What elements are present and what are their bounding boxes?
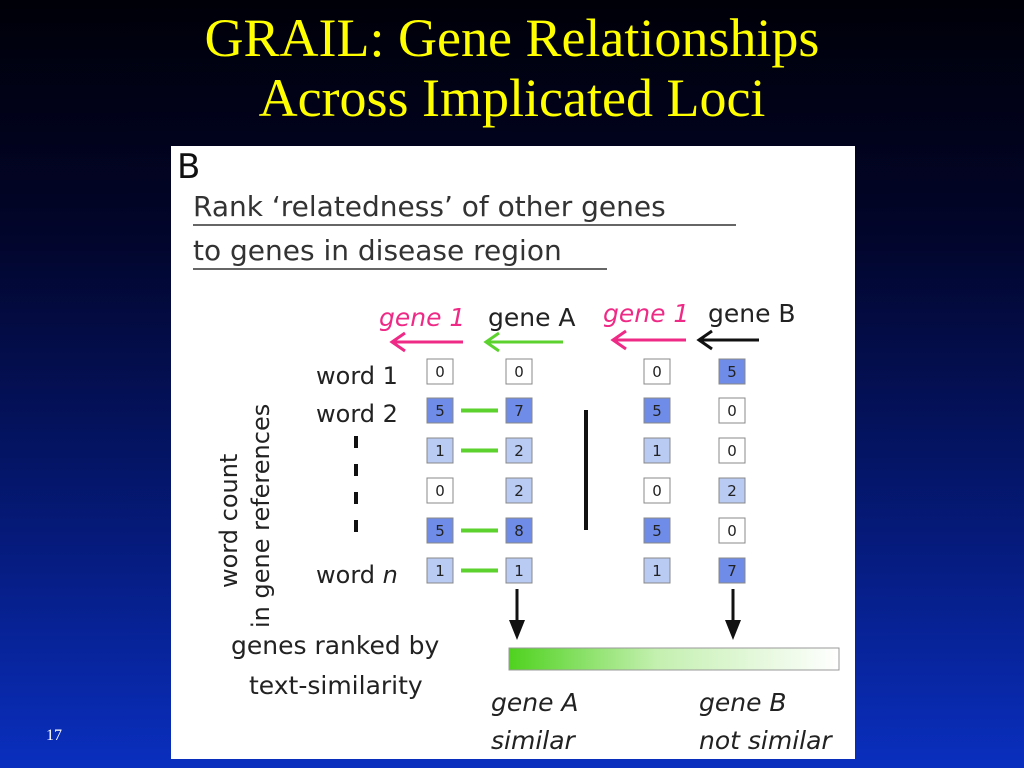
down-arrow-gene-a [509,589,525,640]
page-number: 17 [46,727,62,744]
similarity-gradient-bar [508,647,840,671]
figure-heading-line1: Rank ‘relatedness’ of other genes [193,190,666,223]
row-label-word1: word 1 [316,362,398,390]
count-cell-gene-a: 0 [505,358,533,385]
svg-text:0: 0 [514,363,524,381]
svg-text:5: 5 [727,363,737,381]
svg-text:8: 8 [514,522,524,540]
count-cell-gene1-left: 5 [426,397,454,424]
svg-text:0: 0 [435,482,445,500]
green-arrow-left [483,331,563,353]
label-gene1-right: gene 1 [603,299,689,328]
count-cell-gene1-right: 0 [643,477,671,504]
figure-heading-line2: to genes in disease region [193,234,562,267]
slide-title: GRAIL: Gene Relationships Across Implica… [0,8,1024,128]
grail-figure: B Rank ‘relatedness’ of other genes to g… [171,146,855,759]
count-cell-gene1-right: 0 [643,358,671,385]
row-ellipsis [354,436,358,532]
svg-text:5: 5 [652,522,662,540]
svg-text:2: 2 [514,442,524,460]
count-cell-gene1-right: 1 [643,557,671,584]
count-cell-gene-a: 2 [505,437,533,464]
svg-text:7: 7 [727,562,737,580]
row-label-wordn: word n [316,561,398,589]
count-cell-gene-a: 1 [505,557,533,584]
label-gene1-left: gene 1 [379,303,465,332]
svg-text:0: 0 [727,442,737,460]
pink-arrow-right [610,329,686,351]
result-gene-b-name: gene B [699,688,787,717]
svg-text:0: 0 [727,402,737,420]
count-cell-gene-a: 2 [505,477,533,504]
row-label-word2: word 2 [316,400,398,428]
label-gene-b: gene B [708,299,796,328]
svg-text:1: 1 [652,442,662,460]
count-cell-gene1-left: 0 [426,477,454,504]
svg-text:0: 0 [727,522,737,540]
slide-title-line1: GRAIL: Gene Relationships [204,8,820,68]
svg-text:5: 5 [435,522,445,540]
count-cell-gene-b: 0 [718,397,746,424]
count-cell-gene1-left: 1 [426,437,454,464]
svg-text:2: 2 [514,482,524,500]
ranked-label-line1: genes ranked by [231,631,440,660]
result-gene-a-name: gene A [491,688,579,717]
svg-text:2: 2 [727,482,737,500]
count-cell-gene1-right: 5 [643,397,671,424]
count-cell-gene-b: 5 [718,358,746,385]
svg-text:0: 0 [652,482,662,500]
svg-text:0: 0 [435,363,445,381]
black-arrow-right [696,329,759,351]
svg-text:1: 1 [514,562,524,580]
axis-label: word count in gene references [215,404,275,628]
count-cell-gene-b: 0 [718,517,746,544]
label-gene-a: gene A [488,303,576,332]
result-gene-b-status: not similar [699,726,833,755]
svg-text:1: 1 [435,562,445,580]
row-label-wordn-var: n [383,561,398,589]
svg-text:0: 0 [652,363,662,381]
row-label-wordn-prefix: word [316,561,383,589]
count-cell-gene-a: 8 [505,517,533,544]
result-gene-a-status: similar [491,726,577,755]
down-arrow-gene-b [725,589,741,640]
svg-text:1: 1 [435,442,445,460]
count-cell-gene1-left: 0 [426,358,454,385]
count-cell-gene1-right: 5 [643,517,671,544]
count-cell-gene-b: 7 [718,557,746,584]
grail-diagram: B Rank ‘relatedness’ of other genes to g… [177,147,840,755]
ranked-label-line2: text-similarity [249,671,423,700]
panel-letter: B [177,147,200,187]
count-cell-gene1-left: 5 [426,517,454,544]
count-cell-gene-b: 2 [718,477,746,504]
pink-arrow-left [389,331,463,353]
slide-title-line2: Across Implicated Loci [258,68,766,128]
count-cell-gene1-right: 1 [643,437,671,464]
count-cell-gene-a: 7 [505,397,533,424]
axis-label-line2: in gene references [247,404,275,628]
count-cell-gene-b: 0 [718,437,746,464]
axis-label-line1: word count [215,454,243,588]
count-cell-gene1-left: 1 [426,557,454,584]
svg-text:5: 5 [652,402,662,420]
svg-text:5: 5 [435,402,445,420]
svg-text:7: 7 [514,402,524,420]
svg-text:1: 1 [652,562,662,580]
